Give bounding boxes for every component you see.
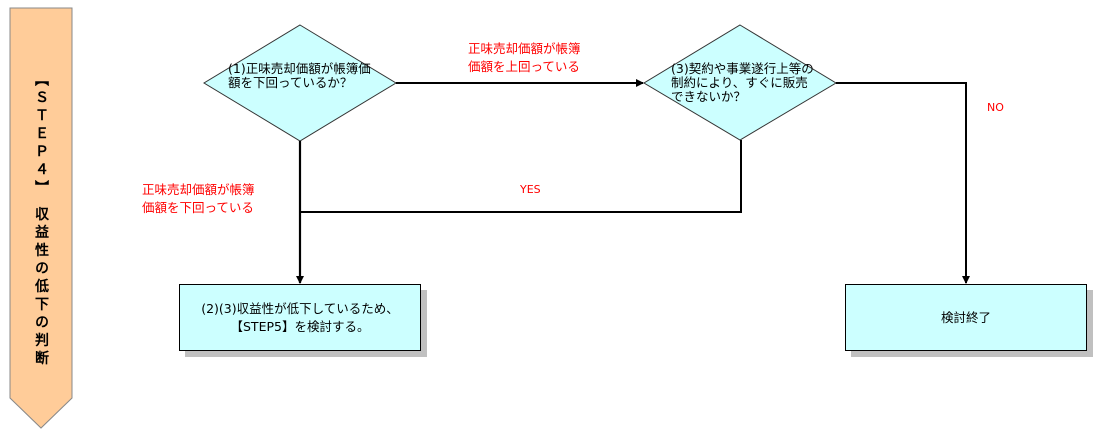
decision2-text: (3)契約や事業遂行上等の制約により、すぐに販売できないか？ — [671, 61, 814, 104]
label-above-line1: 正味売却価額が帳簿 — [468, 41, 581, 56]
label-yes: YES — [520, 183, 541, 196]
label-above: 正味売却価額が帳簿 価額を上回っている — [468, 42, 581, 74]
label-below-line1: 正味売却価額が帳簿 — [142, 182, 255, 197]
connector-yes — [300, 140, 742, 213]
step-banner-label: 【ＳＴＥＰ４】 収益性の低下の判断 — [33, 72, 49, 369]
result1-line1: (2)(3)収益性が低下しているため、 — [201, 300, 399, 316]
result2-box: 検討終了 — [845, 284, 1087, 351]
label-below-line2: 価額を下回っている — [142, 200, 254, 215]
step-banner-shape — [9, 7, 73, 429]
result1-box: (2)(3)収益性が低下しているため、 【STEP5】を検討する。 — [179, 284, 421, 351]
arrow-no — [836, 82, 970, 284]
decision1-text: (1)正味売却価額が帳簿価額を下回っているか？ — [228, 61, 371, 90]
result1-line2: 【STEP5】を検討する。 — [230, 318, 370, 334]
label-above-line2: 価額を上回っている — [468, 59, 580, 74]
result2-text: 検討終了 — [940, 309, 991, 325]
label-no: NO — [987, 101, 1004, 114]
label-below: 正味売却価額が帳簿 価額を下回っている — [142, 183, 255, 215]
